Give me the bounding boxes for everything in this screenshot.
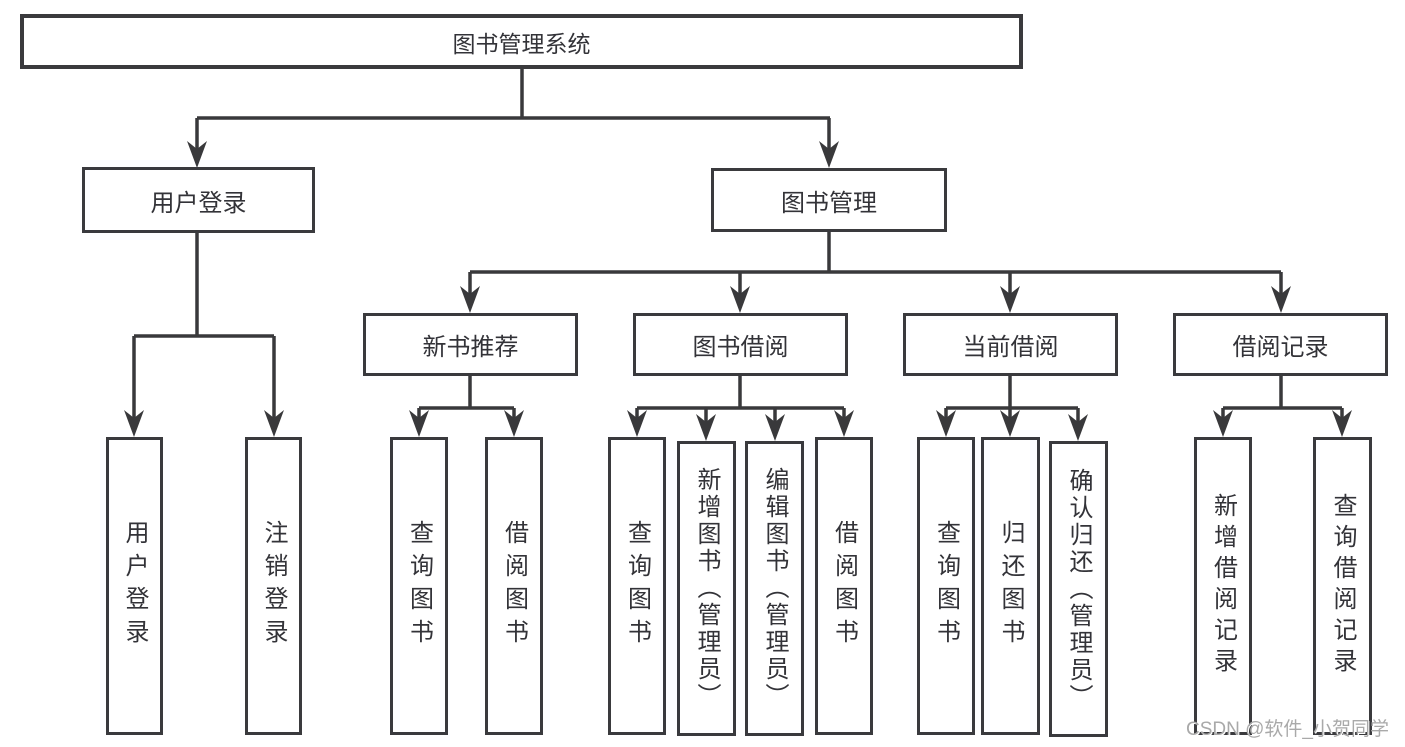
leaf-current-query-books: 查询图书: [917, 437, 975, 735]
leaf-records-query-record: 查询借阅记录: [1313, 437, 1372, 735]
leaf-borrow-add-books-admin: 新增图书（管理员）: [677, 441, 736, 736]
leaf-records-query-record-label: 查询借阅记录: [1329, 493, 1356, 679]
leaf-current-confirm-return-admin: 确认归还（管理员）: [1049, 441, 1108, 737]
node-borrow-records-label: 借阅记录: [1232, 334, 1329, 361]
node-book-borrow: 图书借阅: [633, 313, 848, 376]
leaf-user-login: 用户登录: [106, 437, 163, 735]
leaf-current-return-books-label: 归还图书: [997, 520, 1024, 652]
leaf-borrow-edit-books-admin: 编辑图书（管理员）: [745, 441, 804, 736]
leaf-records-add-record: 新增借阅记录: [1194, 437, 1252, 735]
leaf-borrow-borrow-books: 借阅图书: [815, 437, 873, 735]
node-book-mgmt: 图书管理: [711, 168, 947, 232]
leaf-logout-login-label: 注销登录: [260, 520, 287, 652]
node-current-borrow-label: 当前借阅: [962, 334, 1059, 361]
csdn-watermark: CSDN @软件_小贺同学: [1186, 719, 1389, 740]
node-user-login: 用户登录: [82, 167, 315, 233]
node-book-mgmt-label: 图书管理: [781, 189, 877, 217]
leaf-current-confirm-return-admin-label: 确认归还（管理员）: [1065, 467, 1092, 711]
node-new-books-label: 新书推荐: [422, 334, 519, 361]
node-root: 图书管理系统: [20, 14, 1023, 69]
leaf-records-add-record-label: 新增借阅记录: [1209, 493, 1237, 679]
leaf-borrow-query-books: 查询图书: [608, 437, 666, 735]
node-book-borrow-label: 图书借阅: [692, 334, 789, 361]
node-current-borrow: 当前借阅: [903, 313, 1118, 376]
leaf-new-borrow-books: 借阅图书: [485, 437, 543, 735]
leaf-current-query-books-label: 查询图书: [932, 520, 960, 652]
node-borrow-records: 借阅记录: [1173, 313, 1388, 376]
leaf-logout-login: 注销登录: [245, 437, 302, 735]
leaf-borrow-borrow-books-label: 借阅图书: [830, 520, 858, 652]
leaf-borrow-edit-books-admin-label: 编辑图书（管理员）: [761, 467, 788, 710]
leaf-new-query-books: 查询图书: [390, 437, 448, 735]
leaf-borrow-query-books-label: 查询图书: [623, 520, 651, 652]
leaf-current-return-books: 归还图书: [981, 437, 1040, 735]
leaf-borrow-add-books-admin-label: 新增图书（管理员）: [693, 467, 720, 710]
leaf-new-borrow-books-label: 借阅图书: [500, 520, 528, 652]
leaf-user-login-label: 用户登录: [121, 520, 148, 652]
node-user-login-label: 用户登录: [150, 189, 247, 217]
leaf-new-query-books-label: 查询图书: [405, 520, 433, 652]
node-new-books: 新书推荐: [363, 313, 578, 376]
node-root-label: 图书管理系统: [452, 30, 591, 57]
